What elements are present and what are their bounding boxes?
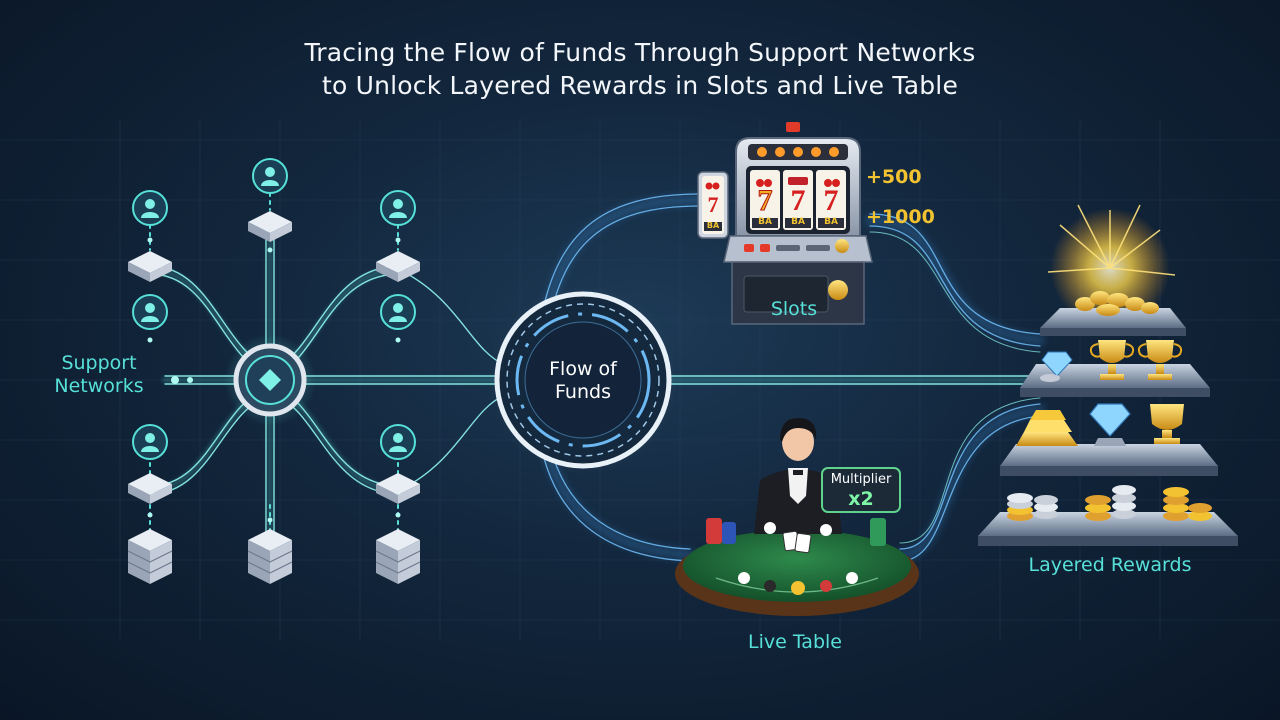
support-networks-line1: Support [61, 352, 137, 374]
slots-label: Slots [770, 298, 818, 320]
server-icon [128, 251, 172, 282]
dealer-icon [754, 418, 842, 536]
user-icon [132, 190, 168, 226]
user-icon [380, 424, 416, 460]
multiplier-value: x2 [848, 488, 874, 510]
live-table-label: Live Table [748, 631, 842, 653]
page-title: Tracing the Flow of Funds Through Suppor… [304, 38, 976, 67]
reel-seven-3: 7 [823, 184, 839, 217]
side-reel-seven: 7 [707, 192, 719, 217]
user-icon [132, 424, 168, 460]
reel-plate-1: BA [758, 217, 772, 227]
trophy-icon [1089, 340, 1135, 380]
flow-of-funds-line1: Flow of [549, 358, 617, 380]
diamond-icon [1041, 351, 1073, 377]
server-icon [128, 473, 172, 504]
trophy-icon [1137, 340, 1183, 380]
multiplier-label: Multiplier [830, 472, 892, 487]
layered-rewards-stand [978, 204, 1238, 546]
server-icon [248, 211, 292, 242]
coin-stack-icon [1007, 485, 1212, 521]
server-icon [376, 473, 420, 504]
multiplier-badge [821, 467, 901, 513]
flow-of-funds-hub [488, 285, 678, 475]
trophy-icon [1150, 404, 1184, 444]
reel-seven-2: 7 [790, 184, 806, 217]
side-reel-plate: BA [706, 221, 720, 230]
flow-of-funds-label: Flow of Funds [523, 358, 643, 404]
server-stack-icon [375, 529, 421, 584]
reel-seven-1: 7 [757, 184, 773, 218]
user-icon [380, 190, 416, 226]
live-table-icon [675, 418, 919, 616]
slot-machine-icon [697, 122, 873, 325]
reel-plate-3: BA [824, 217, 838, 227]
page-subtitle: to Unlock Layered Rewards in Slots and L… [321, 71, 959, 100]
slots-bonus-500: +500 [866, 166, 922, 188]
gold-bar-icon [1016, 410, 1078, 446]
user-icon [380, 294, 416, 330]
layered-rewards-label: Layered Rewards [1028, 554, 1192, 576]
server-stack-icon [127, 529, 173, 584]
chip-stacks [706, 518, 886, 546]
support-network-cluster [127, 158, 421, 584]
server-stack-icon [247, 529, 293, 584]
hub-icon [224, 334, 316, 426]
user-icon [252, 158, 288, 194]
slots-bonus-1000: +1000 [866, 206, 935, 228]
diamond-icon [1089, 403, 1131, 446]
support-networks-label: Support Networks [34, 352, 164, 398]
flow-of-funds-line2: Funds [555, 381, 611, 403]
server-icon [376, 251, 420, 282]
support-networks-line2: Networks [54, 375, 144, 397]
reel-plate-2: BA [791, 217, 805, 227]
user-icon [132, 294, 168, 330]
